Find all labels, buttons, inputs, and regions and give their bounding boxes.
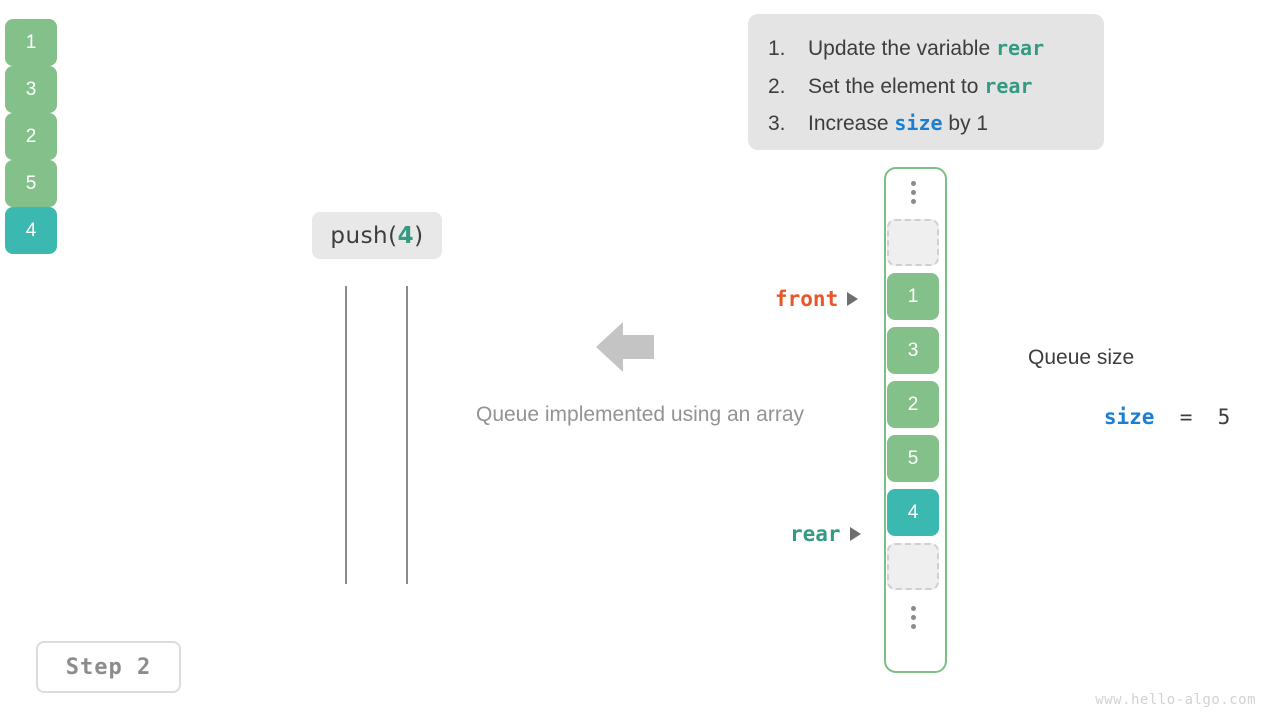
arrow-right-icon (849, 527, 861, 541)
instruction-number: 3. (768, 112, 786, 135)
left-queue-cells: 1 3 2 5 4 (5, 19, 57, 254)
queue-size-equals: = (1154, 405, 1218, 429)
array-cell-empty (887, 543, 939, 590)
vertical-ellipsis-icon-top (887, 172, 939, 212)
array-cell-rear: 4 (887, 489, 939, 536)
watermark: www.hello-algo.com (1095, 692, 1256, 708)
array-queue-container (884, 167, 947, 673)
left-queue-cell: 5 (5, 160, 57, 207)
left-arrow-icon (596, 322, 654, 372)
instruction-code-rear: rear (995, 36, 1045, 60)
front-pointer-text: front (775, 287, 839, 311)
instruction-text: Increase (808, 112, 895, 135)
instruction-text: Update the variable (808, 37, 996, 60)
vertical-ellipsis-icon-bottom (887, 597, 939, 637)
instruction-text-tail: by 1 (942, 112, 989, 135)
rear-pointer-text: rear (790, 522, 841, 546)
arrow-right-icon (847, 292, 859, 306)
instruction-item-3: 3. Increase size by 1 (768, 105, 1086, 143)
instruction-text: Set the element to (808, 74, 985, 98)
instruction-number: 2. (768, 74, 786, 98)
left-queue-cell: 2 (5, 113, 57, 160)
queue-size-title: Queue size (1028, 346, 1135, 369)
operation-label: push(4) (312, 212, 442, 259)
queue-size-expression: size = 5 (1028, 381, 1230, 453)
operation-suffix: ) (414, 222, 424, 249)
left-queue-cell: 1 (5, 19, 57, 66)
queue-size-variable: size (1103, 405, 1155, 429)
rear-pointer-label: rear (790, 522, 861, 546)
instruction-code-rear: rear (984, 73, 1033, 98)
array-queue-cells: 1 3 2 5 4 (887, 172, 939, 637)
queue-size-block: Queue size size = 5 (1028, 344, 1230, 453)
array-cell: 3 (887, 327, 939, 374)
left-queue-cell-new: 4 (5, 207, 57, 254)
instruction-item-2: 2. Set the element to rear (768, 68, 1086, 106)
operation-prefix: push( (330, 222, 398, 249)
diagram-caption: Queue implemented using an array (475, 403, 805, 426)
array-cell: 2 (887, 381, 939, 428)
array-cell: 5 (887, 435, 939, 482)
operation-argument: 4 (397, 222, 415, 249)
left-queue-cell: 3 (5, 66, 57, 113)
instruction-item-1: 1. Update the variable rear (768, 30, 1086, 68)
instruction-card: 1. Update the variable rear 2. Set the e… (748, 14, 1104, 150)
queue-size-value: 5 (1217, 405, 1231, 429)
array-cell-front: 1 (887, 273, 939, 320)
left-queue-container (345, 286, 408, 584)
instruction-number: 1. (768, 37, 786, 60)
array-cell-empty (887, 219, 939, 266)
front-pointer-label: front (775, 287, 859, 311)
instruction-code-size: size (894, 111, 943, 135)
step-badge: Step 2 (36, 641, 181, 693)
